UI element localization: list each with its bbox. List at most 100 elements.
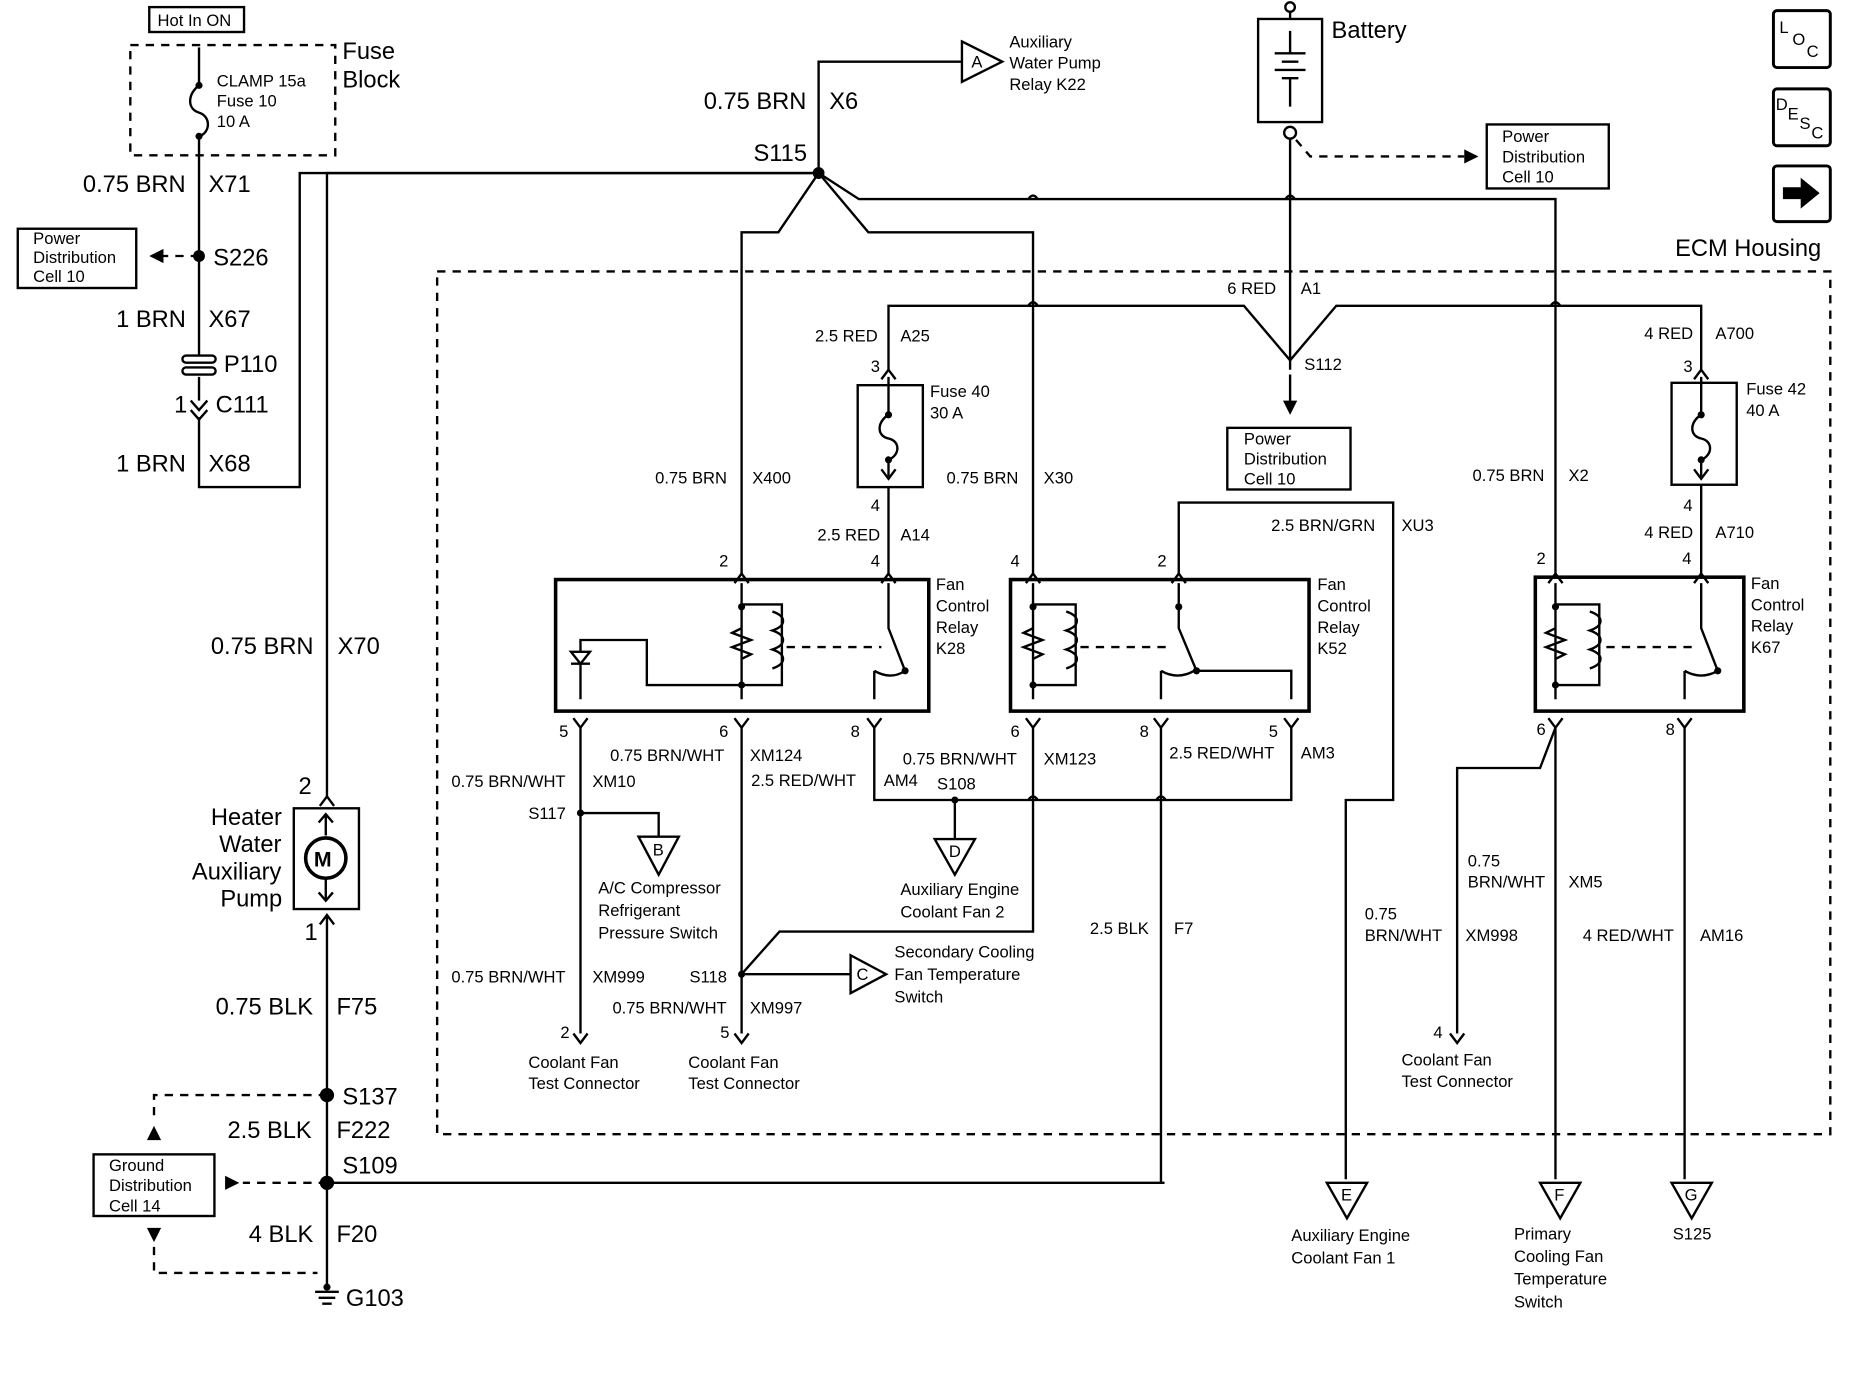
fan-control-relay-k28: [553, 577, 931, 713]
fuse42-rating: 40 A: [1746, 401, 1780, 420]
am16-id: AM16: [1700, 926, 1743, 945]
power-distribution-center[interactable]: Power Distribution Cell 10: [1226, 426, 1352, 491]
k67-pin-2: 2: [1537, 549, 1546, 568]
offpage-e[interactable]: E: [1324, 1181, 1370, 1221]
desc-nav-button[interactable]: D E S C: [1771, 87, 1832, 148]
fuse10-rating: 10 A: [217, 112, 251, 131]
b-text-3: Pressure Switch: [598, 924, 718, 943]
k28-pin-2: 2: [719, 552, 728, 571]
f7-id: F7: [1174, 919, 1193, 938]
f20-id: F20: [336, 1222, 377, 1248]
desc-e: E: [1788, 105, 1799, 124]
c-text-1: Secondary Cooling: [894, 943, 1034, 962]
offpage-f[interactable]: F: [1538, 1181, 1583, 1221]
d-text-2: Coolant Fan 2: [900, 902, 1004, 921]
svg-text:Cell 10: Cell 10: [1502, 168, 1554, 187]
f7-size: 2.5 BLK: [1090, 919, 1149, 938]
f42-pin-3: 3: [1683, 357, 1692, 376]
offpage-g[interactable]: G: [1669, 1181, 1714, 1221]
f222-id: F222: [336, 1118, 390, 1144]
offpage-c[interactable]: C: [849, 953, 889, 996]
offpage-b[interactable]: B: [636, 835, 681, 878]
xm999-id: XM999: [592, 968, 645, 987]
xm5-id: XM5: [1568, 873, 1602, 892]
b-text-2: Refrigerant: [598, 901, 680, 920]
power-distribution-left[interactable]: Power Distribution Cell 10: [16, 227, 138, 290]
fuse-block-label-2: Block: [342, 68, 400, 94]
k67-label-2: Control: [1751, 595, 1804, 614]
desc-c: C: [1811, 124, 1823, 143]
e-text-1: Auxiliary Engine: [1291, 1226, 1410, 1245]
k67-pin-6: 6: [1537, 720, 1546, 739]
f-text-2: Cooling Fan: [1514, 1247, 1603, 1266]
f222-size: 2.5 BLK: [227, 1118, 311, 1144]
svg-text:M: M: [314, 847, 332, 871]
xm123-id: XM123: [1044, 749, 1097, 768]
xm10-id: XM10: [592, 772, 635, 791]
c-text-2: Fan Temperature: [894, 965, 1020, 984]
a25-size: 2.5 RED: [815, 326, 878, 345]
tc1-label-1: Coolant Fan: [528, 1053, 618, 1072]
svg-text:C: C: [857, 965, 869, 984]
am16-size: 4 RED/WHT: [1583, 926, 1674, 945]
svg-text:Cell 14: Cell 14: [109, 1196, 161, 1215]
f75-id: F75: [336, 995, 377, 1021]
k28-pin-4: 4: [871, 552, 880, 571]
c-text-3: Switch: [894, 988, 943, 1007]
am4-id: AM4: [884, 771, 918, 790]
ground-distribution[interactable]: Ground Distribution Cell 14: [92, 1153, 216, 1218]
s117-label: S117: [528, 804, 565, 823]
a14-id: A14: [900, 525, 929, 544]
k28-label-1: Fan: [936, 575, 965, 594]
k67-label-1: Fan: [1751, 574, 1780, 593]
xu3-size: 2.5 BRN/GRN: [1271, 516, 1375, 535]
svg-text:G: G: [1685, 1186, 1698, 1205]
p110-connector: [181, 354, 217, 364]
fuse-10: [188, 47, 210, 140]
svg-text:B: B: [653, 841, 664, 860]
xm124-id: XM124: [750, 746, 803, 765]
fan-control-relay-k52: [1008, 577, 1311, 713]
next-page-button[interactable]: [1771, 164, 1832, 224]
f-text-3: Temperature: [1514, 1270, 1607, 1289]
a700-size: 4 RED: [1644, 324, 1693, 343]
fuse-42: [1670, 376, 1738, 486]
d-text-1: Auxiliary Engine: [900, 880, 1019, 899]
k52-pin-2: 2: [1157, 552, 1166, 571]
offpage-d[interactable]: D: [932, 837, 978, 878]
loc-nav-button[interactable]: L O C: [1771, 9, 1832, 70]
k28-label-3: Relay: [936, 618, 979, 637]
k52-label-3: Relay: [1317, 618, 1360, 637]
g103-label: G103: [346, 1286, 404, 1312]
x6-id: X6: [829, 89, 858, 115]
s118-label: S118: [689, 968, 726, 987]
a25-id: A25: [900, 326, 929, 345]
power-distribution-top[interactable]: Power Distribution Cell 10: [1485, 123, 1610, 190]
ground-icon: [315, 1283, 339, 1305]
tc3-pin: 4: [1433, 1023, 1442, 1042]
pump-label-3: Auxiliary: [192, 859, 282, 885]
k52-label-1: Fan: [1317, 575, 1346, 594]
fuse40-label: Fuse 40: [930, 382, 990, 401]
svg-text:Power: Power: [1502, 127, 1549, 146]
xm5-size: 0.75: [1468, 851, 1500, 870]
pump-pin-1: 1: [304, 920, 317, 946]
offpage-a[interactable]: A: [960, 39, 1005, 84]
svg-text:Cell 10: Cell 10: [33, 267, 85, 286]
xm124-size: 0.75 BRN/WHT: [610, 746, 724, 765]
xm998-color: BRN/WHT: [1365, 926, 1442, 945]
s115-label: S115: [753, 141, 807, 167]
aux-relay-label-3: Relay K22: [1009, 75, 1085, 94]
k28-label-4: K28: [936, 639, 965, 658]
aux-relay-label-2: Water Pump: [1009, 54, 1100, 73]
f-text-4: Switch: [1514, 1292, 1563, 1311]
k28-pin-8: 8: [851, 722, 860, 741]
xu3-id: XU3: [1401, 516, 1433, 535]
s226-label: S226: [213, 245, 268, 271]
hot-in-on-box: Hot In ON: [148, 5, 246, 34]
s137-label: S137: [342, 1085, 397, 1111]
e-text-2: Coolant Fan 1: [1291, 1248, 1395, 1267]
k52-pin-5: 5: [1269, 722, 1278, 741]
k67-label-3: Relay: [1751, 617, 1794, 636]
